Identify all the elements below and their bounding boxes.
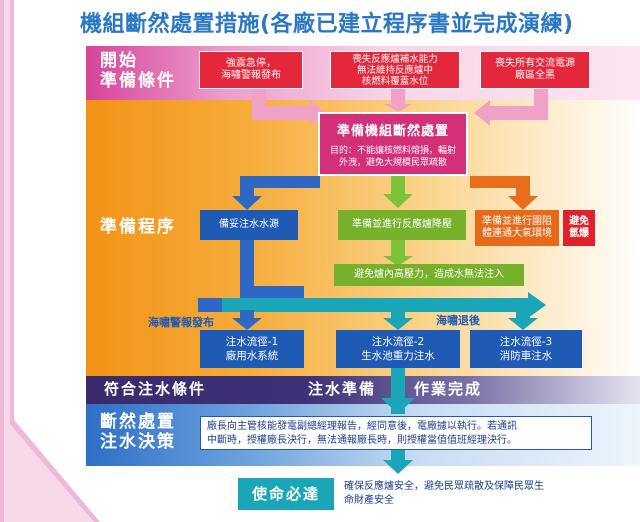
prepare-purpose: 目的：不能讓核燃料熔損，輻射外洩，避免大規模民眾疏散 xyxy=(329,146,456,168)
mission-text: 確保反應爐安全，避免民眾疏散及保障民眾生命財產安全 xyxy=(344,481,544,506)
mission-label: 使命必達 xyxy=(238,478,334,510)
prepare-title: 準備機組斷然處置 xyxy=(336,124,449,139)
procedure-label: 準備程序 xyxy=(100,217,176,237)
decision-label: 斷然處置注水決策 xyxy=(100,412,176,452)
trigger-loss-of-cooling: 喪失反應爐補水能力無法維持反應爐中核燃料覆蓋水位 xyxy=(330,51,460,89)
step-water-source: 備妥注水水源 xyxy=(200,210,298,240)
condition-band xyxy=(86,376,640,404)
step-avoid-high-pressure: 避免爐內高壓力，造成水無法注入 xyxy=(334,264,524,286)
tsunami-recede-label: 海嘯退後 xyxy=(436,314,480,327)
work-done-label: 作業完成 xyxy=(414,380,483,398)
decorative-left-border xyxy=(0,0,100,522)
tsunami-warning-label: 海嘯警報發布 xyxy=(148,316,214,329)
start-label: 開始準備條件 xyxy=(100,51,176,91)
trigger-earthquake: 強震急停，海嘯警報發布 xyxy=(199,51,303,89)
injection-ready-label: 注水準備 xyxy=(308,380,377,398)
decision-text-box: 廠長向主管核能發電副總經理報告，經同意後，電廠據以執行。若通訊中斷時，授權廠長決… xyxy=(200,416,592,450)
hydrogen-explosion-badge: 避免氫爆 xyxy=(563,210,595,246)
step-depressurize: 準備並進行反應爐降壓 xyxy=(338,210,466,240)
trigger-station-blackout: 喪失所有交流電源廠區全黑 xyxy=(480,51,590,89)
page-title: 機組斷然處置措施(各廠已建立程序書並完成演練) xyxy=(80,12,574,37)
prepare-box: 準備機組斷然處置 目的：不能讓核燃料熔損，輻射外洩，避免大規模民眾疏散 xyxy=(318,112,468,176)
condition-label: 符合注水條件 xyxy=(104,380,207,398)
step-containment-vent: 準備並進行圍阻體連通大氣環境 xyxy=(475,210,559,246)
